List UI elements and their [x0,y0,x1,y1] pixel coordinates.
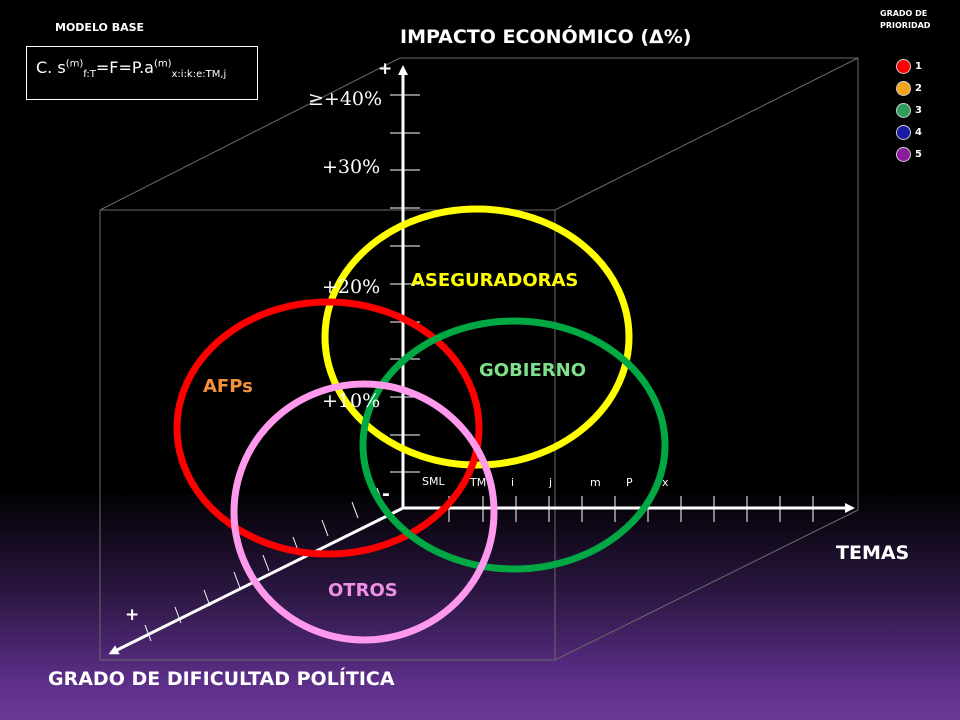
group-ellipses [173,205,669,644]
legend-item: 4 [896,125,946,141]
legend-item: 5 [896,147,946,163]
afps-label: AFPs [203,376,253,397]
otros-label: OTROS [328,580,398,601]
aseguradoras-label: ASEGURADORAS [411,270,579,291]
topic-label: i [511,476,515,489]
afps-ellipse [173,298,483,558]
depth-axis-plus: + [125,605,140,625]
topic-label: P [626,476,633,489]
legend-title-line1: GRADO DE [880,9,928,18]
topic-label: j [549,476,553,489]
origin-minus: - [382,483,390,505]
vertical-axis-title: IMPACTO ECONÓMICO (Δ%) [400,26,692,48]
topic-label: m [590,476,601,489]
priority-dot-icon [896,59,911,74]
priority-dot-icon [896,81,911,96]
formula-box [26,46,258,100]
priority-dot-icon [896,147,911,162]
gobierno-ellipse [359,317,669,573]
depth-axis-title: GRADO DE DIFICULTAD POLÍTICA [48,668,395,690]
formula: C. s(m)f:T=F=P.a(m)x:i:k:e:TM,j [36,58,226,80]
legend-item-label: 4 [915,127,922,138]
legend-item: 1 [896,59,946,75]
priority-dot-icon [896,125,911,140]
legend-item-label: 1 [915,61,922,72]
legend-item-label: 5 [915,149,922,160]
otros-ellipse [230,380,498,644]
formula-prefix: C. s [36,58,66,77]
formula-sub-1: f:T [83,69,96,81]
formula-sub-2: x:i:k:e:TM,j [171,69,227,81]
box-outline [99,57,859,661]
legend-item-label: 2 [915,83,922,94]
gobierno-label: GOBIERNO [479,360,587,381]
legend-item-label: 3 [915,105,922,116]
legend-item: 3 [896,103,946,119]
legend-item: 2 [896,81,946,97]
formula-sup-1: (m) [65,58,84,70]
percent-label-30: +30% [322,156,381,178]
percent-label-40: ≥+40% [308,88,383,110]
horizontal-axis-title: TEMAS [836,542,910,564]
formula-middle: =F=P.a [95,58,154,77]
priority-dot-icon [896,103,911,118]
formula-sup-2: (m) [153,58,172,70]
aseguradoras-ellipse [321,205,633,469]
topic-label: TM [470,476,487,489]
model-label: MODELO BASE [55,21,145,34]
percent-label-10: +10% [322,390,381,412]
legend-title-line2: PRIORIDAD [880,21,931,30]
percent-label-20: +20% [322,276,381,298]
topic-label: SML [422,475,445,488]
vertical-axis-plus: + [378,59,393,79]
topic-label: x [662,476,669,489]
